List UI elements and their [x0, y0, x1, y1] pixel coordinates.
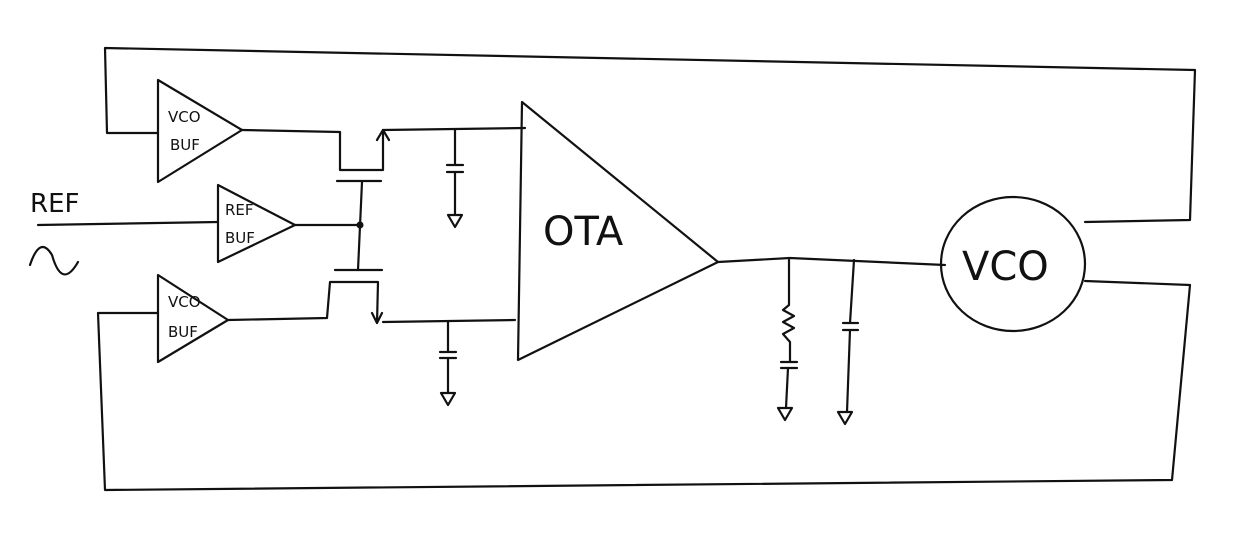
- wire-vcobuf-bot-out: [226, 280, 380, 325]
- ground-icon: [776, 406, 794, 422]
- vco: [939, 195, 1087, 333]
- vco-buf-bot-label-2: BUF: [168, 323, 198, 341]
- ground-icon: [446, 213, 464, 229]
- gate-wire: [356, 180, 364, 272]
- vco-buffer-top: [156, 78, 244, 184]
- sine-source-icon: [28, 245, 80, 276]
- arrow-down-icon: [370, 311, 384, 325]
- wire-ref-in: [36, 220, 220, 227]
- ota: [516, 100, 720, 362]
- vco-buf-top-label-1: VCO: [168, 108, 201, 126]
- cap-top: [445, 128, 465, 217]
- vco-label: VCO: [962, 244, 1049, 290]
- ref-buf-label-1: REF: [225, 201, 254, 219]
- vco-buf-top-label-2: BUF: [170, 136, 200, 154]
- vco-buffer-bottom: [156, 273, 230, 364]
- ref-buffer: [216, 183, 297, 264]
- ref-buf-label-2: BUF: [225, 229, 255, 247]
- cap-bottom: [438, 320, 458, 395]
- ota-label: OTA: [543, 209, 624, 255]
- loop-filter-rc: [779, 258, 799, 410]
- wire-ota-plus: [381, 126, 527, 132]
- loop-filter-cap: [841, 258, 860, 414]
- vco-buf-bot-label-1: VCO: [168, 293, 201, 311]
- wire-vcobuf-top-out: [240, 128, 385, 172]
- ground-icon: [836, 410, 854, 426]
- ref-label: REF: [30, 189, 79, 219]
- feedback-wire-bottom: [96, 279, 1192, 492]
- ground-icon: [439, 391, 457, 407]
- feedback-wire-top: [103, 46, 1197, 224]
- wire-control-voltage: [716, 256, 947, 267]
- wire-ota-minus: [381, 318, 517, 324]
